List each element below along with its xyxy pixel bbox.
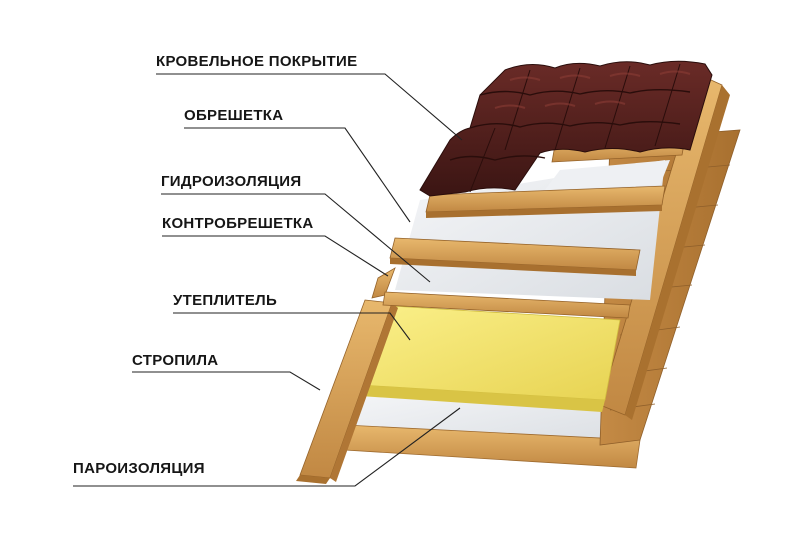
label-counter-batten: КОНТРОБРЕШЕТКА	[162, 215, 314, 232]
leader-roofing	[156, 73, 463, 141]
leader-counter-batten	[162, 235, 389, 277]
leader-waterproofing	[161, 193, 431, 283]
leader-rafters	[132, 371, 321, 391]
leader-batten	[184, 127, 411, 223]
leader-insulation	[173, 312, 411, 341]
leader-vapor-barrier	[73, 407, 461, 487]
label-waterproofing: ГИДРОИЗОЛЯЦИЯ	[161, 173, 302, 190]
label-vapor-barrier: ПАРОИЗОЛЯЦИЯ	[73, 460, 205, 477]
label-insulation: УТЕПЛИТЕЛЬ	[173, 292, 278, 309]
leader-lines	[73, 73, 463, 487]
battens	[382, 137, 686, 319]
roof-tiles	[419, 60, 713, 197]
insulation-layer	[359, 304, 621, 401]
label-roofing: КРОВЕЛЬНОЕ ПОКРЫТИЕ	[156, 53, 358, 70]
label-batten: ОБРЕШЕТКА	[184, 107, 284, 124]
label-rafters: СТРОПИЛА	[132, 352, 219, 369]
